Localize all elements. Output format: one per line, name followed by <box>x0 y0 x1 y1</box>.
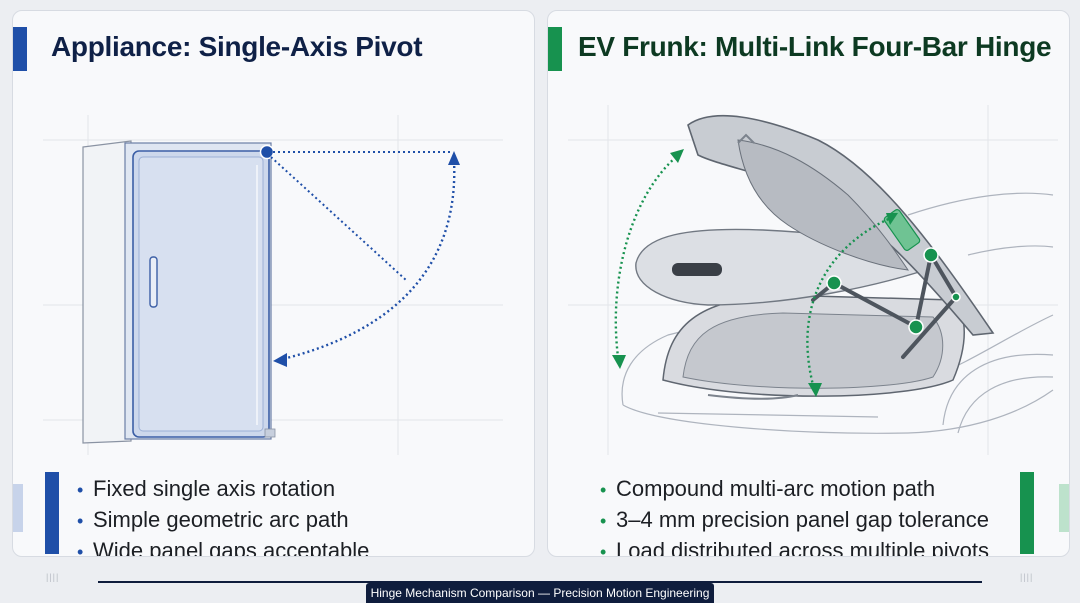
ev-bullet-bar <box>1020 472 1034 554</box>
pivot-point-icon <box>826 247 961 335</box>
appliance-illustration <box>43 115 503 455</box>
arc-arrowhead-upper <box>886 213 898 225</box>
list-item: •Compound multi-arc motion path <box>600 476 936 501</box>
caption-rule <box>98 581 982 583</box>
arc-arrowhead-top <box>670 149 684 163</box>
four-bar-linkage-icon <box>811 253 958 359</box>
arc-arrowhead-bottom <box>273 353 287 367</box>
appliance-title: Appliance: Single-Axis Pivot <box>51 31 423 62</box>
radius-lines <box>270 151 453 281</box>
arc-arrowhead-top <box>448 151 460 165</box>
list-item: •Fixed single axis rotation <box>77 476 336 501</box>
list-item: •Wide panel gaps acceptable <box>77 538 370 557</box>
frunk-tub-icon <box>662 294 965 400</box>
ev-frunk-illustration <box>568 105 1058 455</box>
appliance-bullet-list: •Fixed single axis rotation •Simple geom… <box>77 474 370 557</box>
refrigerator-icon <box>82 140 276 444</box>
right-edge-ticks: |||| <box>1020 572 1034 582</box>
rotation-arc-icon <box>614 156 894 386</box>
arc-arrowhead-bottom <box>612 355 626 369</box>
appliance-ghost-bar <box>13 484 23 532</box>
appliance-panel: Appliance: Single-Axis Pivot <box>12 10 535 557</box>
caption-banner: Hinge Mechanism Comparison — Precision M… <box>366 583 714 603</box>
left-edge-ticks: |||| <box>46 572 60 582</box>
appliance-accent-bar <box>13 27 27 71</box>
ev-accent-bar <box>548 27 562 71</box>
arc-arrowhead-lower <box>808 383 822 397</box>
list-item: •Simple geometric arc path <box>77 507 349 532</box>
ev-bullet-list: •Compound multi-arc motion path •3–4 mm … <box>600 474 990 557</box>
list-item: •3–4 mm precision panel gap tolerance <box>600 507 990 532</box>
lid-open-position-icon <box>687 114 995 336</box>
list-item: •Load distributed across multiple pivots <box>600 538 989 557</box>
appliance-bullet-bar <box>45 472 59 554</box>
ev-ghost-bar <box>1059 484 1069 532</box>
ev-title: EV Frunk: Multi-Link Four-Bar Hinge <box>578 31 1052 62</box>
ev-frunk-panel: EV Frunk: Multi-Link Four-Bar Hinge <box>547 10 1070 557</box>
car-body-icon <box>621 192 1054 434</box>
